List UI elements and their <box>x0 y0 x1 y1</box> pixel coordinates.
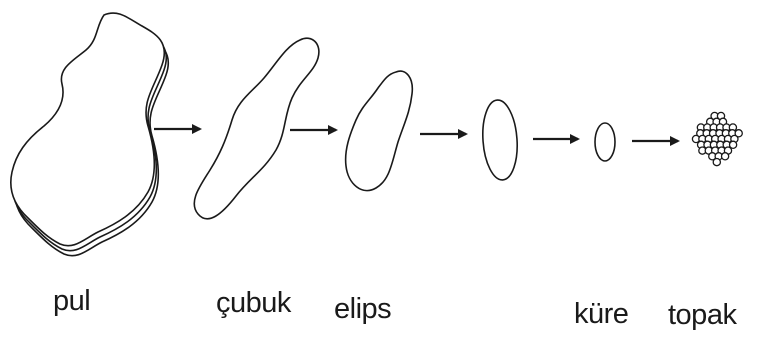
cubuk-rod-shape <box>194 38 319 219</box>
label-pul: pul <box>53 287 90 316</box>
pul-flake-layer-1 <box>11 13 165 246</box>
label-elips: elips <box>334 295 391 324</box>
label-kure: küre <box>574 300 628 329</box>
kure-sphere-shape <box>595 123 615 161</box>
topak-particle <box>722 153 729 160</box>
topak-particle <box>713 159 720 166</box>
label-topak: topak <box>668 301 736 330</box>
pul-flake-shape <box>11 13 169 256</box>
label-cubuk: çubuk <box>216 289 291 318</box>
elips-2-shape <box>480 99 519 181</box>
topak-aggregate-shape <box>692 112 742 165</box>
elips-shape <box>346 71 413 190</box>
